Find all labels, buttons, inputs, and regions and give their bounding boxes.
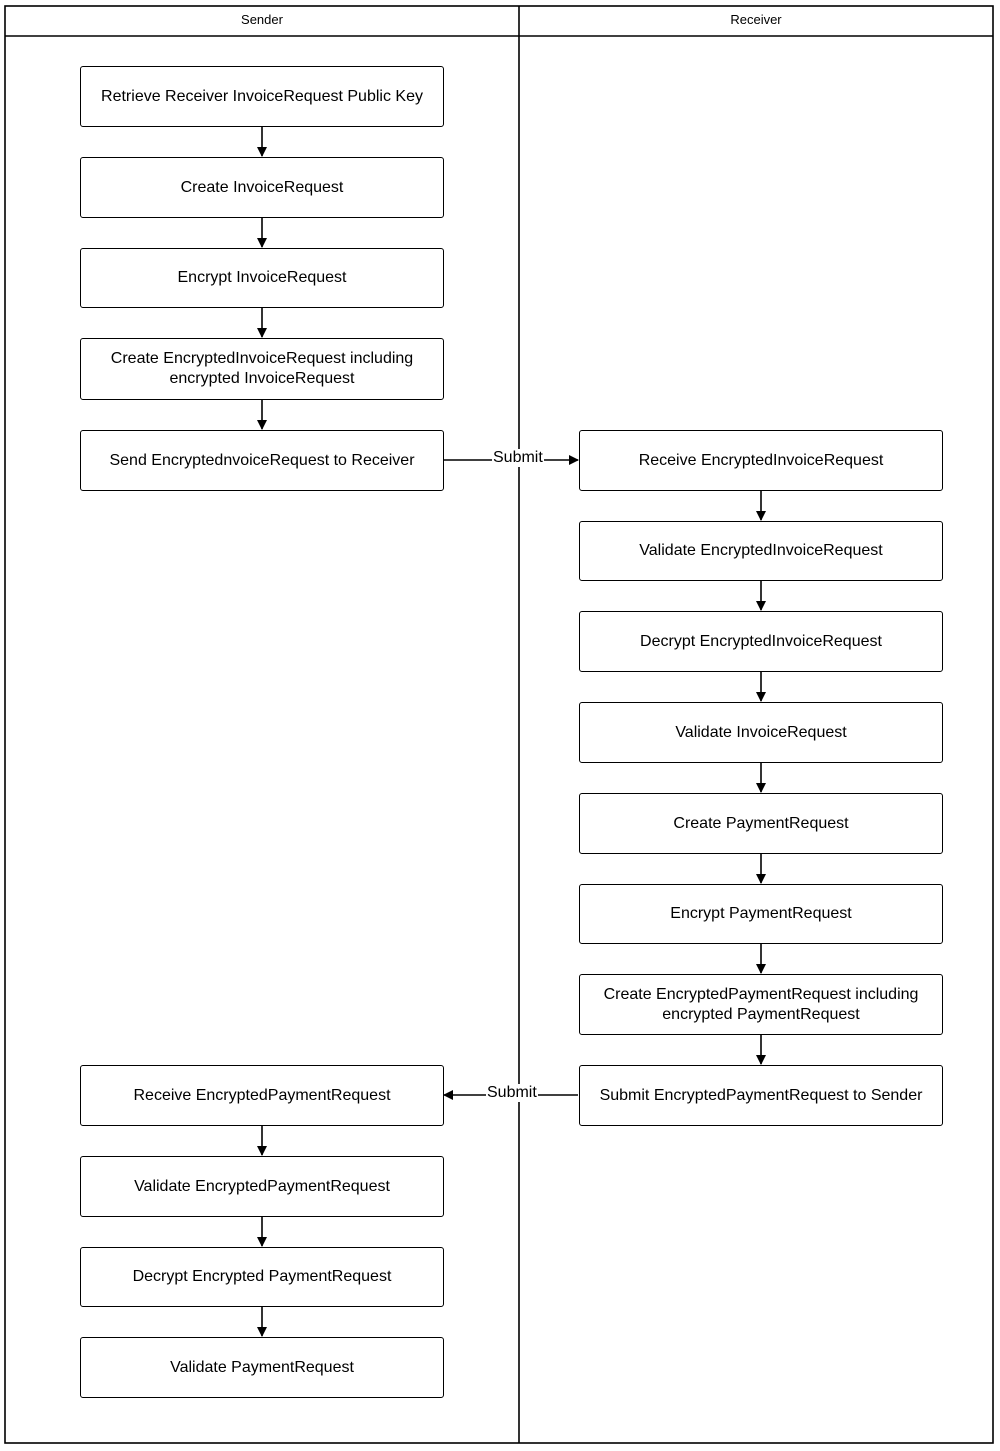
lane-title-receiver: Receiver [730,12,782,27]
receiver-step-decrypt-encryptedinvoicerequest[interactable]: Decrypt EncryptedInvoiceRequest [579,611,943,672]
sender-step-validate-encryptedpaymentrequest[interactable]: Validate EncryptedPaymentRequest [80,1156,444,1217]
sender-step-retrieve-public-key[interactable]: Retrieve Receiver InvoiceRequest Public … [80,66,444,127]
receiver-step-submit-to-sender[interactable]: Submit EncryptedPaymentRequest to Sender [579,1065,943,1126]
receiver-step-encrypt-paymentrequest[interactable]: Encrypt PaymentRequest [579,884,943,944]
sender-step-create-encryptedinvoicerequest[interactable]: Create EncryptedInvoiceRequest including… [80,338,444,400]
diagram-border [4,5,994,1444]
receiver-step-create-paymentrequest[interactable]: Create PaymentRequest [579,793,943,854]
sender-step-encrypt-invoicerequest[interactable]: Encrypt InvoiceRequest [80,248,444,308]
sender-step-validate-paymentrequest[interactable]: Validate PaymentRequest [80,1337,444,1398]
edge-label-submit-to-sender: Submit [486,1084,538,1102]
sender-step-receive-encryptedpaymentrequest[interactable]: Receive EncryptedPaymentRequest [80,1065,444,1126]
sender-step-create-invoicerequest[interactable]: Create InvoiceRequest [80,157,444,218]
sender-step-decrypt-paymentrequest[interactable]: Decrypt Encrypted PaymentRequest [80,1247,444,1307]
receiver-step-validate-encryptedinvoicerequest[interactable]: Validate EncryptedInvoiceRequest [579,521,943,581]
receiver-step-create-encryptedpaymentrequest[interactable]: Create EncryptedPaymentRequest including… [579,974,943,1035]
sender-step-send-to-receiver[interactable]: Send EncryptednvoiceRequest to Receiver [80,430,444,491]
lane-title-sender: Sender [241,12,283,27]
edge-label-submit-to-receiver: Submit [492,449,544,467]
receiver-step-validate-invoicerequest[interactable]: Validate InvoiceRequest [579,702,943,763]
receiver-step-receive-encryptedinvoicerequest[interactable]: Receive EncryptedInvoiceRequest [579,430,943,491]
